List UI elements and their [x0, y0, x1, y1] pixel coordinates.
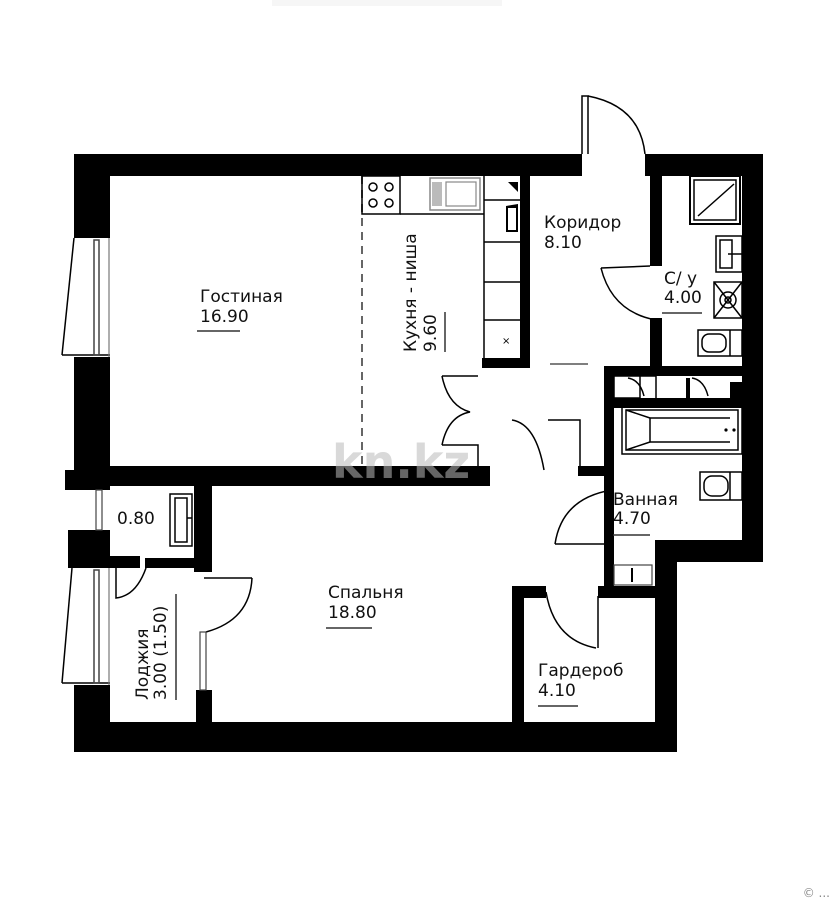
room-corridor: Коридор 8.10: [544, 213, 621, 253]
room-area: 16.90: [200, 307, 249, 327]
room-name: Кухня - ниша: [401, 233, 421, 352]
room-bathroom: Ванная 4.70: [613, 490, 678, 536]
bathroom-door[interactable]: [554, 489, 613, 545]
watermark: kn.kz: [332, 435, 470, 489]
svg-text:×: ×: [502, 336, 510, 347]
bathroom-fixtures: [621, 405, 743, 501]
storage-fixture: [169, 493, 193, 547]
room-area: 3.00 (1.50): [151, 606, 171, 700]
room-area: 18.80: [328, 603, 377, 623]
kitchen-fixtures: ×: [361, 175, 520, 466]
window-loggia: [61, 567, 110, 685]
room-wardrobe: Гардероб 4.10: [538, 661, 623, 707]
room-name: С/ у: [664, 269, 697, 289]
room-area: 9.60: [421, 314, 441, 352]
top-edge-strip: [272, 0, 502, 6]
room-wc: С/ у 4.00: [662, 269, 702, 314]
window-living: [61, 237, 110, 357]
storage-door[interactable]: [115, 567, 147, 599]
room-name: Спальня: [328, 583, 404, 603]
room-loggia: Лоджия 3.00 (1.50): [133, 594, 177, 700]
room-living: Гостиная 16.90: [197, 287, 283, 332]
room-area: 0.80: [117, 509, 155, 529]
room-name: Коридор: [544, 213, 621, 233]
utility-shafts: [613, 375, 742, 586]
room-kitchen: Кухня - ниша 9.60: [401, 233, 446, 352]
room-name: Лоджия: [133, 628, 153, 700]
room-name: Ванная: [613, 490, 678, 510]
living-corridor-double-door[interactable]: [441, 375, 581, 471]
room-area: 4.10: [538, 681, 576, 701]
footer-credit: © ...: [802, 886, 830, 900]
entry-door[interactable]: [581, 95, 646, 155]
room-area: 8.10: [544, 233, 582, 253]
room-area: 4.70: [613, 509, 651, 529]
window-storage: [95, 489, 103, 531]
wc-fixtures: [689, 175, 743, 357]
wardrobe-door[interactable]: [545, 591, 599, 649]
interior-walls: [110, 176, 750, 722]
wc-door[interactable]: [600, 265, 657, 321]
room-name: Гостиная: [200, 287, 283, 307]
loggia-bedroom-door[interactable]: [199, 577, 253, 691]
room-bedroom: Спальня 18.80: [326, 583, 404, 629]
room-area: 4.00: [664, 288, 702, 308]
room-name: Гардероб: [538, 661, 623, 681]
room-storage: 0.80: [117, 509, 155, 529]
outer-walls: [65, 154, 763, 752]
